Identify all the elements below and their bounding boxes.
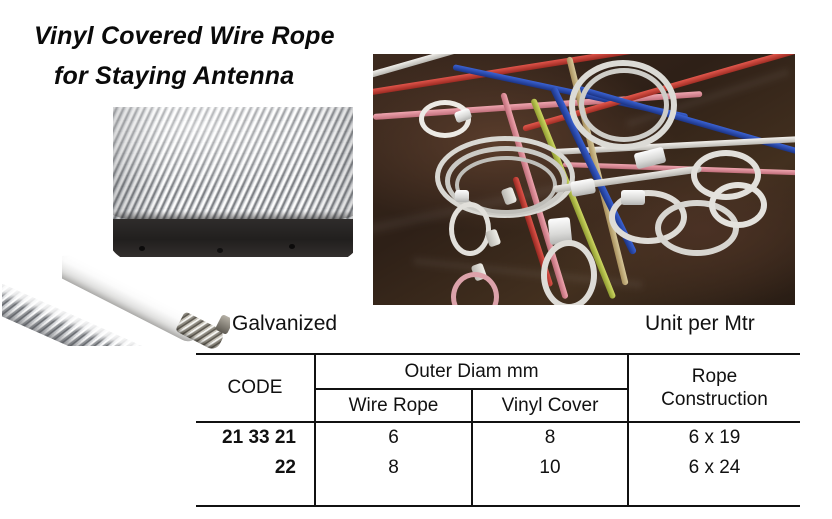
table-row[interactable]: 21 33 21 6 8 6 x 19 bbox=[196, 422, 800, 453]
rope-thimble-eye bbox=[709, 182, 767, 228]
specification-table: CODE Outer Diam mm Rope Construction Wir… bbox=[196, 353, 800, 507]
rope-knot bbox=[484, 228, 502, 248]
galvanized-caption: Galvanized bbox=[232, 312, 338, 335]
rope-thimble-eye bbox=[449, 202, 491, 256]
column-header-outer-diam: Outer Diam mm bbox=[314, 355, 628, 390]
table-row[interactable]: 22 8 10 6 x 24 bbox=[196, 453, 800, 483]
rope-ferrule bbox=[621, 190, 645, 205]
rope-ferrule bbox=[569, 178, 597, 197]
coil-shading bbox=[113, 107, 353, 231]
cell-code: 22 bbox=[274, 457, 296, 478]
page-title-line-2: for Staying Antenna bbox=[54, 62, 295, 90]
cell-wire-rope-diameter: 6 bbox=[314, 422, 472, 453]
page-title-line-1: Vinyl Covered Wire Rope bbox=[34, 22, 335, 50]
page-title: Vinyl Covered Wire Rope for Staying Ante… bbox=[34, 16, 384, 96]
column-header-rope-construction: Rope Construction bbox=[627, 355, 800, 423]
galvanized-wire-rope-spool-photo bbox=[113, 107, 353, 257]
cell-wire-rope-diameter: 8 bbox=[314, 453, 472, 483]
cell-rope-construction: 6 x 19 bbox=[627, 422, 800, 453]
cell-rope-construction: 6 x 24 bbox=[627, 453, 800, 483]
cell-vinyl-cover-diameter: 10 bbox=[471, 453, 628, 483]
cell-code: 21 33 21 bbox=[222, 427, 296, 448]
table-trailing-row bbox=[196, 483, 800, 507]
assorted-vinyl-covered-wire-rope-slings-photo bbox=[373, 54, 795, 305]
white-vinyl-covered-wire-rope-cut-end-photo bbox=[62, 232, 230, 352]
empty-cell bbox=[314, 483, 472, 507]
column-header-vinyl-cover: Vinyl Cover bbox=[471, 389, 628, 423]
table-header-row-secondary: Wire Rope Vinyl Cover bbox=[196, 389, 800, 423]
column-header-wire-rope: Wire Rope bbox=[314, 389, 472, 423]
rope-thimble-eye bbox=[655, 200, 739, 256]
rope-construction-label-line-2: Construction bbox=[661, 389, 768, 410]
empty-cell bbox=[471, 483, 628, 507]
table-header-row-primary: CODE Outer Diam mm Rope Construction bbox=[196, 355, 800, 423]
cell-vinyl-cover-diameter: 8 bbox=[471, 422, 628, 453]
spool-drum bbox=[113, 219, 353, 257]
rope-thimble-eye bbox=[451, 272, 499, 305]
rope-construction-label-line-1: Rope bbox=[691, 366, 738, 387]
rope-coil-silver bbox=[579, 68, 669, 142]
empty-cell bbox=[196, 483, 315, 507]
rope-coil-silver bbox=[569, 60, 677, 150]
exposed-steel-strands bbox=[175, 311, 226, 352]
rope-thimble-eye bbox=[541, 240, 597, 305]
unit-per-mtr-caption: Unit per Mtr bbox=[645, 312, 755, 335]
column-header-code: CODE bbox=[196, 355, 315, 423]
rope-ferrule bbox=[455, 190, 469, 202]
empty-cell bbox=[627, 483, 800, 507]
